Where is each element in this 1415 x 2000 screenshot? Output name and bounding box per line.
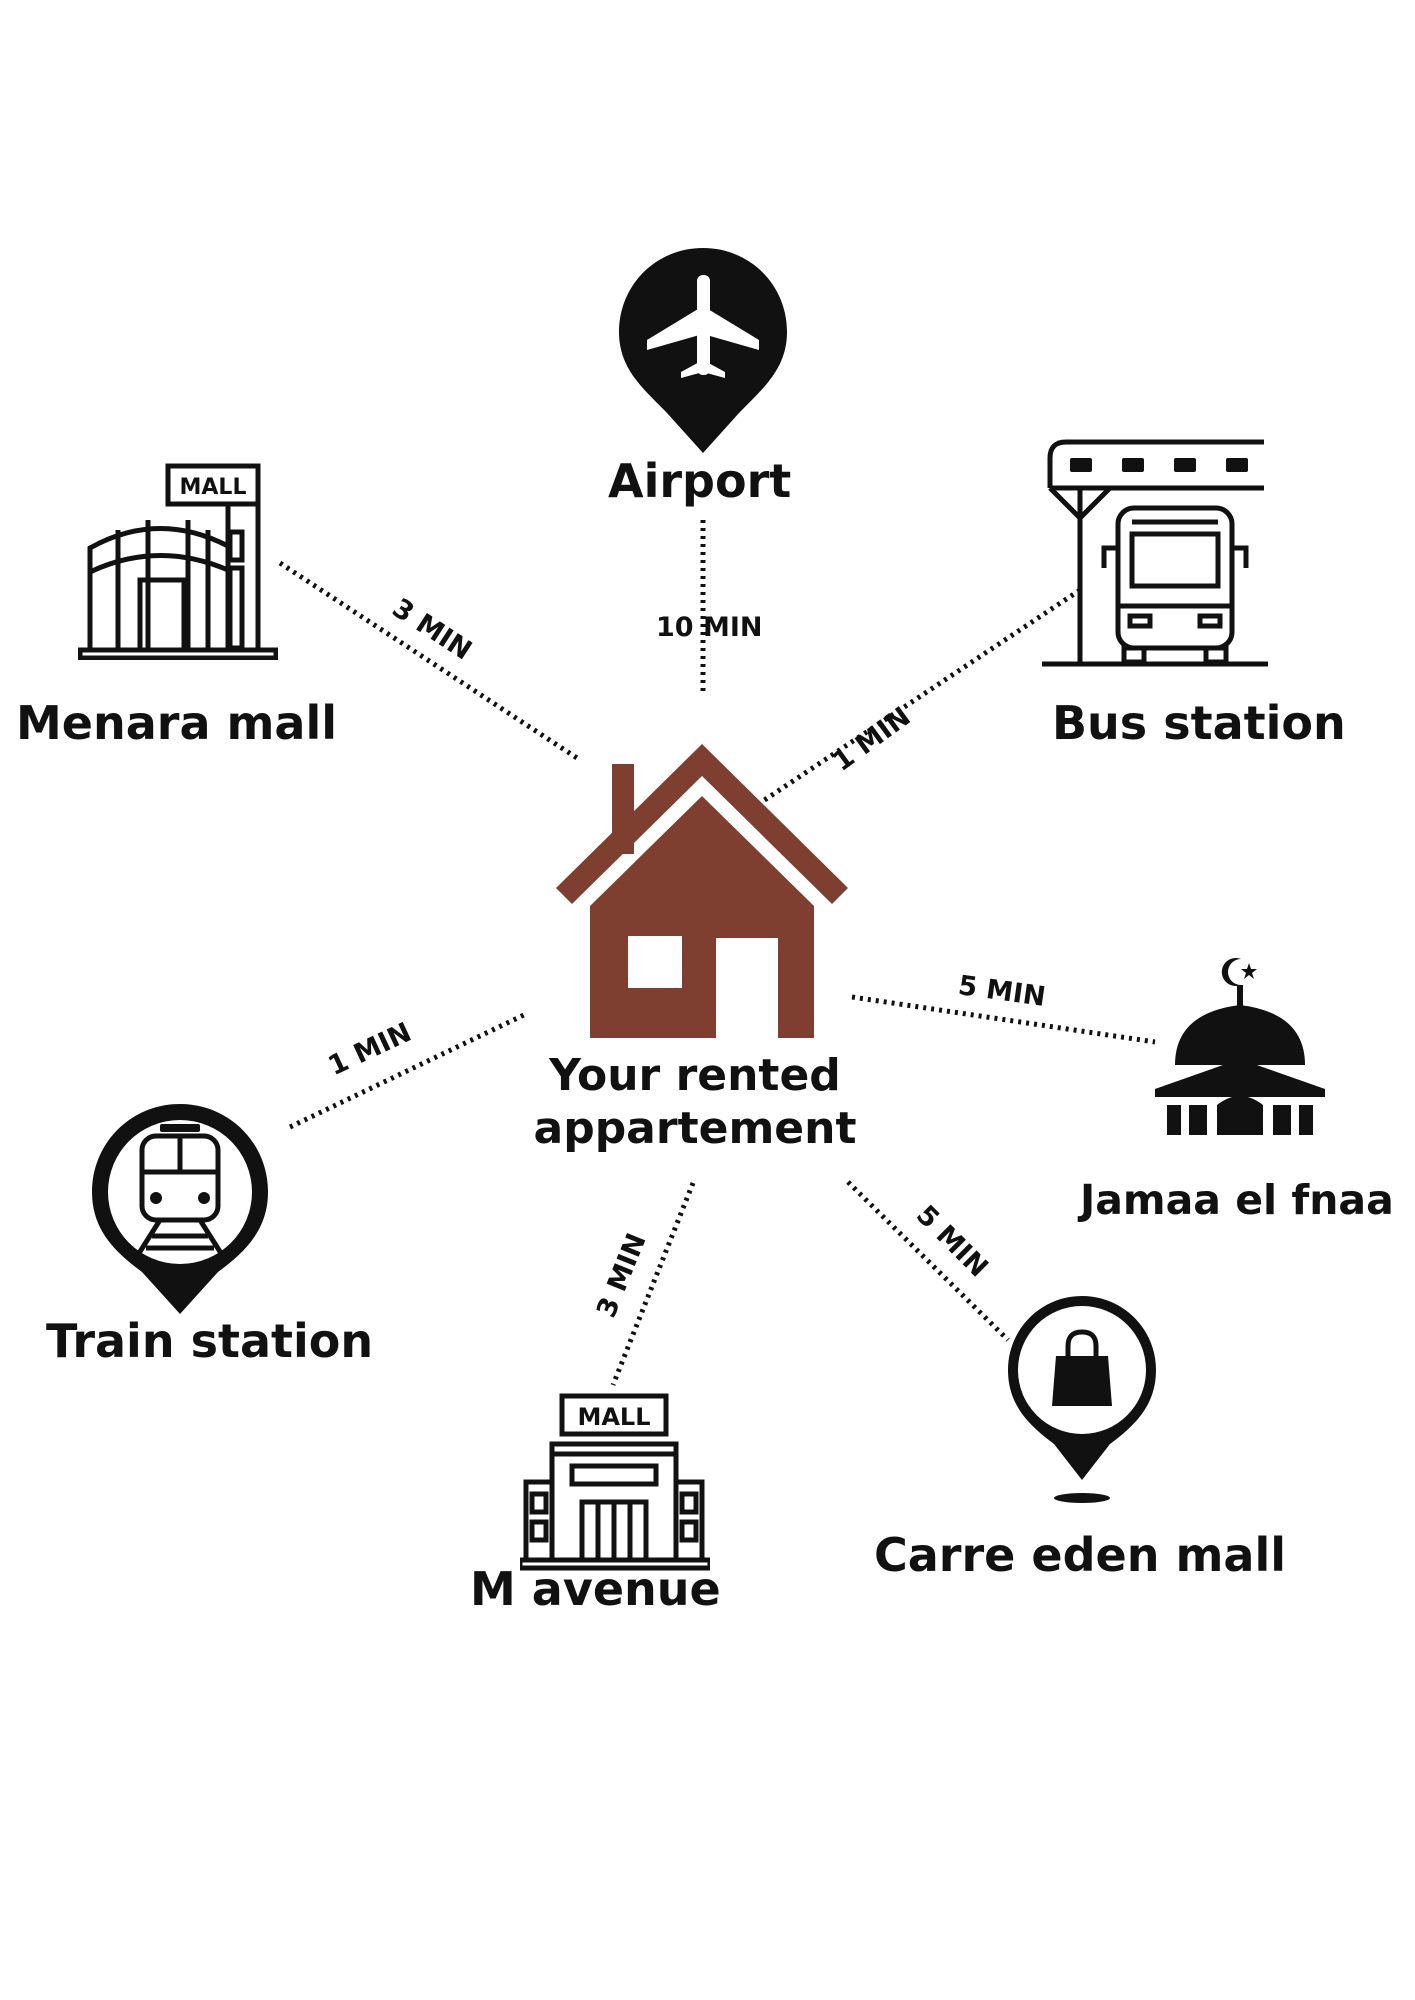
house-icon	[556, 744, 848, 1038]
line-jamaa	[851, 994, 1156, 1045]
shopping-bag-pin-icon	[1008, 1296, 1156, 1503]
line-bus	[758, 587, 1082, 806]
carre-eden-mall-label: Carre eden mall	[874, 1528, 1286, 1582]
mall-building-icon: MALL	[78, 463, 278, 660]
mall-building-icon: MALL	[520, 1393, 710, 1571]
airport-label: Airport	[608, 454, 792, 508]
bus-stop-icon	[1042, 439, 1268, 667]
svg-text:MALL: MALL	[180, 475, 247, 500]
center-label-line2: appartement	[533, 1102, 857, 1154]
train-pin-icon	[92, 1104, 268, 1314]
svg-text:MALL: MALL	[577, 1403, 650, 1431]
menara-mall-label: Menara mall	[16, 696, 338, 750]
m-avenue-label: M avenue	[470, 1562, 721, 1616]
center-label: Your rented appartement	[500, 1050, 890, 1156]
jamaa-el-fnaa-label: Jamaa el fnaa	[1080, 1176, 1394, 1224]
bus-station-label: Bus station	[1052, 696, 1346, 750]
center-label-line1: Your rented	[549, 1050, 841, 1101]
airplane-pin-icon	[619, 248, 787, 453]
train-station-label: Train station	[46, 1314, 374, 1368]
line-carre	[846, 1180, 1010, 1342]
airport-time: 10 MIN	[656, 612, 763, 643]
mosque-icon	[1155, 958, 1325, 1135]
